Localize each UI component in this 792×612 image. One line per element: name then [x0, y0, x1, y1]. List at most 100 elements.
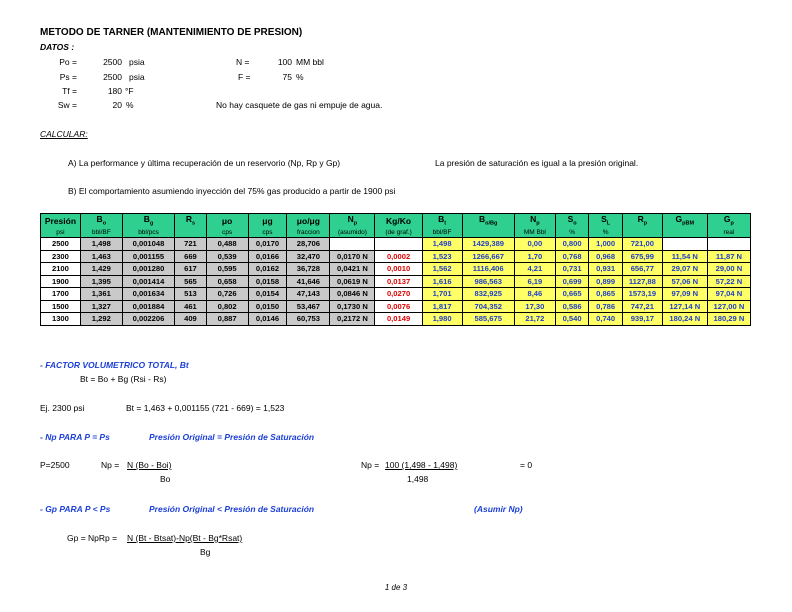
dato-unit: °F	[125, 86, 134, 96]
table-cell: 0,002206	[121, 312, 176, 326]
table-cell: 0,0158	[247, 274, 288, 288]
table-cell: 57,06 N	[661, 274, 708, 288]
table-cell: 0,899	[588, 274, 623, 288]
table-cell: 0,0076	[374, 299, 423, 313]
table-cell	[374, 237, 423, 251]
table-cell: 21,72	[513, 312, 556, 326]
calcular-label: CALCULAR:	[40, 129, 88, 139]
header-sub: p	[536, 220, 540, 227]
dato-label: Sw =	[57, 100, 77, 110]
table-header-cell: Kg/Ko	[374, 213, 423, 227]
dato-value: 180	[107, 86, 122, 96]
table-cell: 0,001634	[121, 287, 176, 301]
table-header-cell: Bo	[79, 213, 123, 227]
header-main: B	[438, 214, 445, 225]
table-cell: 0,540	[554, 312, 590, 326]
section-gp-note: Presión Original < Presión de Saturación	[149, 504, 315, 514]
table-cell: 0,0421 N	[329, 262, 376, 276]
np2-result: = 0	[520, 460, 533, 470]
table-cell: 97,04 N	[706, 287, 752, 301]
table-cell: 0,0619 N	[329, 274, 376, 288]
table-cell: 1,980	[421, 312, 463, 326]
table-cell: 53,467	[286, 299, 331, 313]
table-cell: 0,865	[588, 287, 623, 301]
table-cell: 1,498	[421, 237, 463, 251]
table-cell: 0,595	[205, 262, 249, 276]
header-main: R	[185, 214, 192, 225]
table-cell: 2500	[40, 237, 81, 251]
dato-value: 2500	[103, 57, 122, 67]
table-cell: 0,0170	[247, 237, 288, 251]
table-cell: 1,361	[79, 287, 123, 301]
table-header-cell: SL	[588, 213, 623, 227]
table-unit-cell	[661, 227, 708, 238]
header-sub: p	[353, 220, 358, 227]
table-cell: 675,99	[621, 249, 663, 263]
header-sub: pBM	[682, 220, 695, 227]
table-cell: 28,706	[286, 237, 331, 251]
table-cell: 656,77	[621, 262, 663, 276]
table-cell: 1,701	[421, 287, 463, 301]
table-cell: 57,22 N	[706, 274, 752, 288]
dato-unit: %	[126, 100, 134, 110]
header-main: Presión	[44, 215, 77, 226]
header-sub: L	[606, 220, 611, 227]
header-sub: p	[643, 220, 648, 227]
table-header-cell: Bt	[421, 213, 463, 227]
table-unit-cell: MM Bbl	[513, 227, 556, 238]
section-gp-title: - Gp PARA P < Ps	[40, 504, 111, 514]
table-cell: 2100	[40, 262, 81, 276]
table-cell: 0,0150	[247, 299, 288, 313]
table-cell: 0,699	[554, 274, 590, 288]
header-main: μg	[262, 215, 273, 226]
table-unit-cell	[621, 227, 663, 238]
table-header-cell: μo	[205, 213, 249, 227]
table-cell: 0,931	[588, 262, 623, 276]
table-cell: 409	[174, 312, 207, 326]
header-main: μo	[221, 215, 233, 226]
header-main: S	[601, 214, 607, 225]
dato-value: 75	[282, 72, 292, 82]
table-cell: 0,887	[205, 312, 249, 326]
table-cell: 0,726	[205, 287, 249, 301]
table-cell: 4,21	[513, 262, 556, 276]
header-sub: o	[573, 220, 577, 227]
table-unit-cell: %	[588, 227, 623, 238]
table-cell	[706, 237, 752, 251]
table-cell: 0,586	[554, 299, 590, 313]
item-a-note: La presión de saturación es igual a la p…	[435, 158, 639, 168]
table-cell: 0,802	[205, 299, 249, 313]
dato-value: 100	[277, 57, 292, 67]
table-cell: 0,001048	[121, 237, 176, 251]
table-unit-cell: fraccion	[286, 227, 331, 238]
table-cell: 2300	[40, 249, 81, 263]
table-cell: 721,00	[621, 237, 663, 251]
table-cell: 1429,389	[461, 237, 515, 251]
table-cell: 721	[174, 237, 207, 251]
table-cell: 0,800	[554, 237, 590, 251]
table-cell: 704,352	[461, 299, 515, 313]
header-main: B	[96, 214, 103, 225]
section-np-note: Presión Original = Presión de Saturación	[149, 432, 315, 442]
table-header-cell: Rs	[174, 213, 207, 227]
table-header-cell: Bg	[121, 213, 176, 227]
dato-unit: psia	[129, 57, 145, 67]
table-cell: 1,817	[421, 299, 463, 313]
table-cell	[329, 237, 376, 251]
table-unit-cell: real	[706, 227, 752, 238]
table-cell: 0,0002	[374, 249, 423, 263]
header-sub: o	[102, 220, 107, 227]
note-gas: No hay casquete de gas ni empuje de agua…	[216, 100, 383, 110]
table-cell: 1300	[40, 312, 81, 326]
table-cell: 1,395	[79, 274, 123, 288]
table-header-cell: Np	[329, 213, 376, 227]
table-cell: 0,665	[554, 287, 590, 301]
gp-lhs: Gp = NpRp =	[67, 533, 118, 543]
table-unit-cell: cps	[205, 227, 249, 238]
bt-example: Bt = 1,463 + 0,001155 (721 - 669) = 1,52…	[126, 403, 285, 413]
header-main: B	[479, 214, 486, 225]
item-b: B) El comportamiento asumiendo inyección…	[68, 186, 396, 196]
table-cell: 0,001884	[121, 299, 176, 313]
